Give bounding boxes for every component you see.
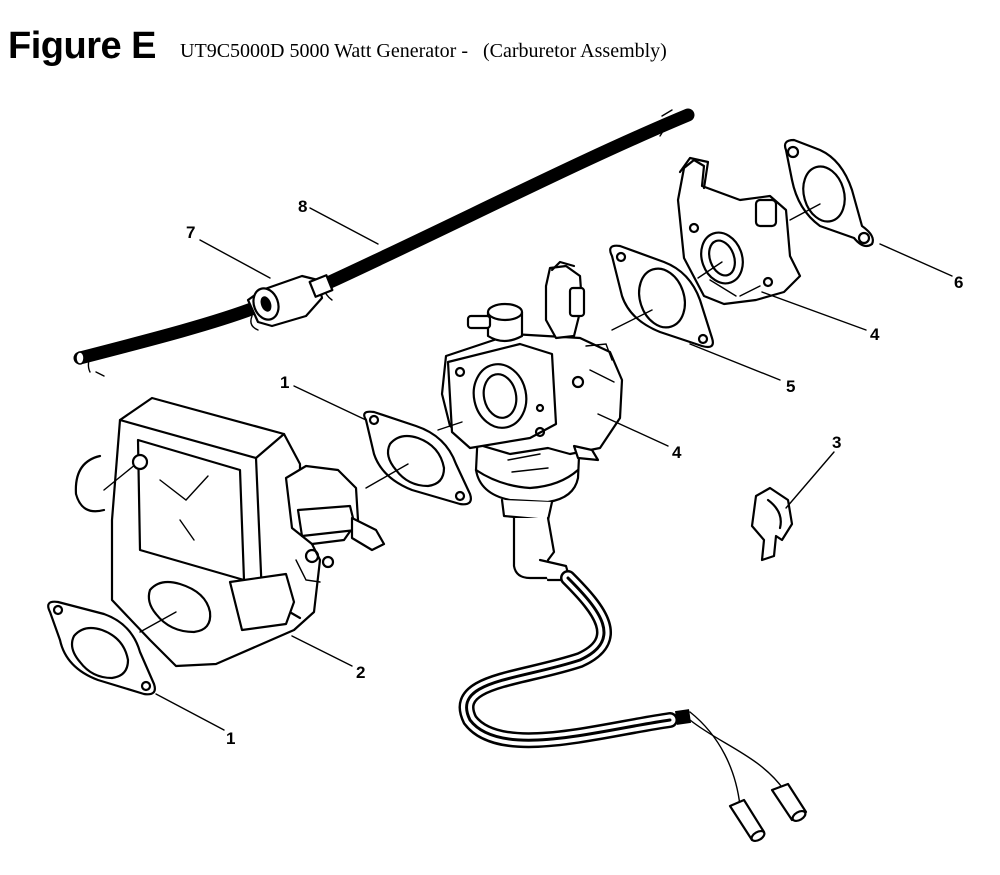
callout-labels: 7 8 6 4 5 4 3 1 2 1 [186, 197, 963, 748]
carburetor-holder [676, 156, 802, 306]
small-clip [750, 486, 794, 562]
fuel-hose [73, 108, 695, 377]
solenoid-wire-harness [458, 570, 808, 843]
fuel-filter [246, 274, 334, 331]
callout-8: 8 [298, 197, 307, 216]
gasket-top [783, 138, 874, 248]
callout-1-upper: 1 [280, 373, 289, 392]
leader-lines [139, 203, 953, 731]
gasket-upper [363, 410, 472, 506]
callout-4-carburetor: 4 [672, 443, 682, 462]
figure-header: Figure E UT9C5000D 5000 Watt Generator -… [8, 8, 667, 68]
callout-5: 5 [786, 377, 795, 396]
callout-1-lower: 1 [226, 729, 235, 748]
callout-6: 6 [954, 273, 963, 292]
figure-title: UT9C5000D 5000 Watt Generator - (Carbure… [180, 40, 667, 62]
mounting-bracket [74, 396, 386, 668]
callout-2: 2 [356, 663, 365, 682]
gasket-lower [47, 600, 156, 696]
figure-label: Figure E [8, 25, 157, 67]
gasket-middle [609, 244, 714, 349]
callout-3: 3 [832, 433, 841, 452]
callout-4-holder: 4 [870, 325, 880, 344]
callout-7: 7 [186, 223, 195, 242]
carburetor [440, 260, 624, 582]
